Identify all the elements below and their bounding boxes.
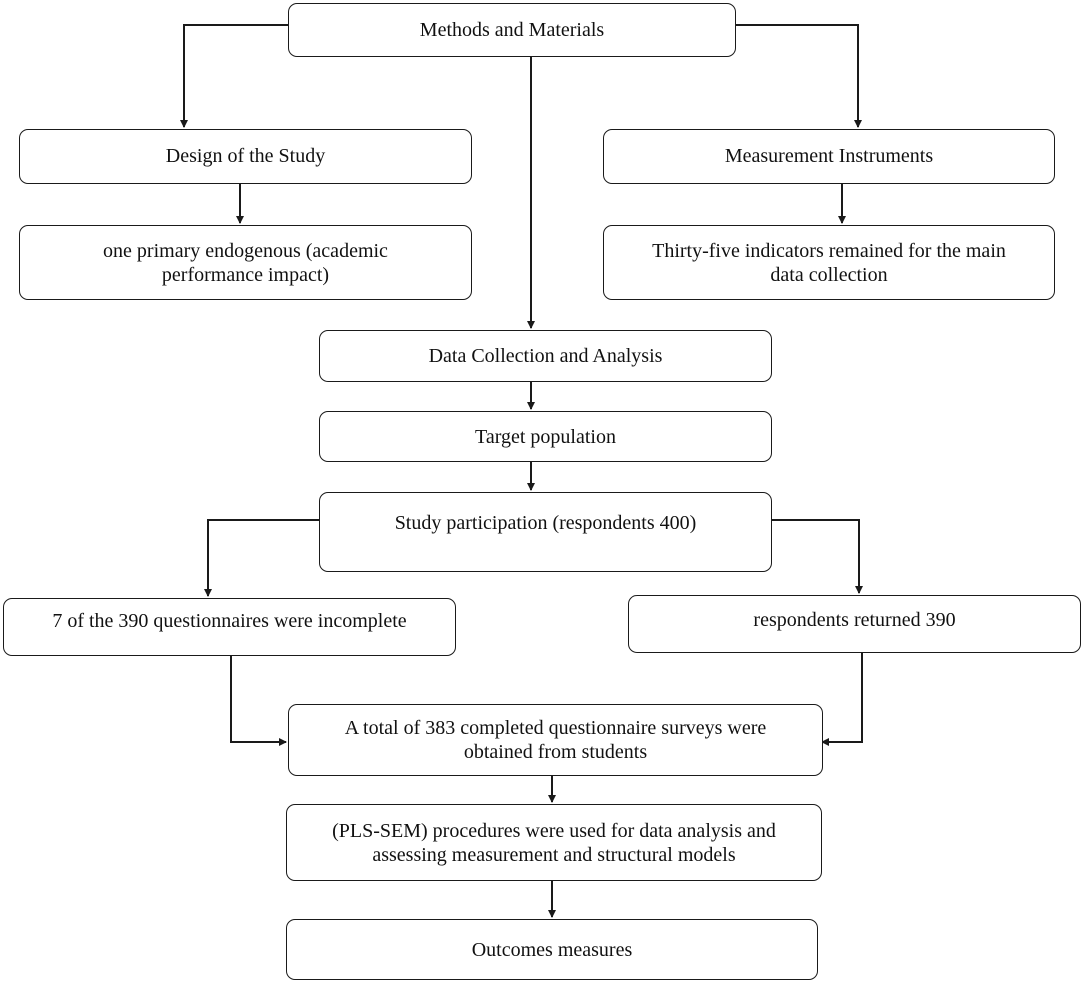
box-label: 7 of the 390 questionnaires were incompl… [52,610,407,632]
box-measurement-instruments: Measurement Instruments [603,129,1055,184]
arrow-methods-to-design [180,24,288,128]
box-label: one primary endogenous (academic perform… [103,239,388,286]
box-data-collection-analysis: Data Collection and Analysis [319,330,772,382]
box-label: (PLS-SEM) procedures were used for data … [332,819,776,866]
box-incomplete-questionnaires: 7 of the 390 questionnaires were incompl… [3,598,456,656]
box-label: Data Collection and Analysis [428,345,663,367]
box-respondents-returned: respondents returned 390 [628,595,1081,653]
box-label: Measurement Instruments [724,145,934,167]
box-study-participation: Study participation (respondents 400) [319,492,772,572]
box-label: respondents returned 390 [753,609,956,631]
box-design-of-study: Design of the Study [19,129,472,184]
box-thirty-five-indicators: Thirty-five indicators remained for the … [603,225,1055,300]
box-label: Methods and Materials [419,19,605,41]
box-label: Thirty-five indicators remained for the … [652,239,1006,286]
box-methods-and-materials: Methods and Materials [288,3,736,57]
box-outcomes-measures: Outcomes measures [286,919,818,980]
box-label: Target population [475,425,616,448]
box-label: Design of the Study [165,145,326,167]
arrow-returned-to-completed [821,653,863,746]
box-target-population: Target population [319,411,772,462]
arrow-participation-to-returned [771,519,863,594]
box-completed-surveys: A total of 383 completed questionnaire s… [288,704,823,776]
arrow-incomplete-to-completed [230,656,287,746]
box-pls-sem-procedures: (PLS-SEM) procedures were used for data … [286,804,822,881]
box-label: A total of 383 completed questionnaire s… [344,717,767,763]
arrow-methods-to-instruments [736,24,862,128]
box-primary-endogenous: one primary endogenous (academic perform… [19,225,472,300]
box-label: Outcomes measures [471,938,633,961]
arrow-participation-to-incomplete [204,519,320,597]
box-label: Study participation (respondents 400) [394,512,697,534]
